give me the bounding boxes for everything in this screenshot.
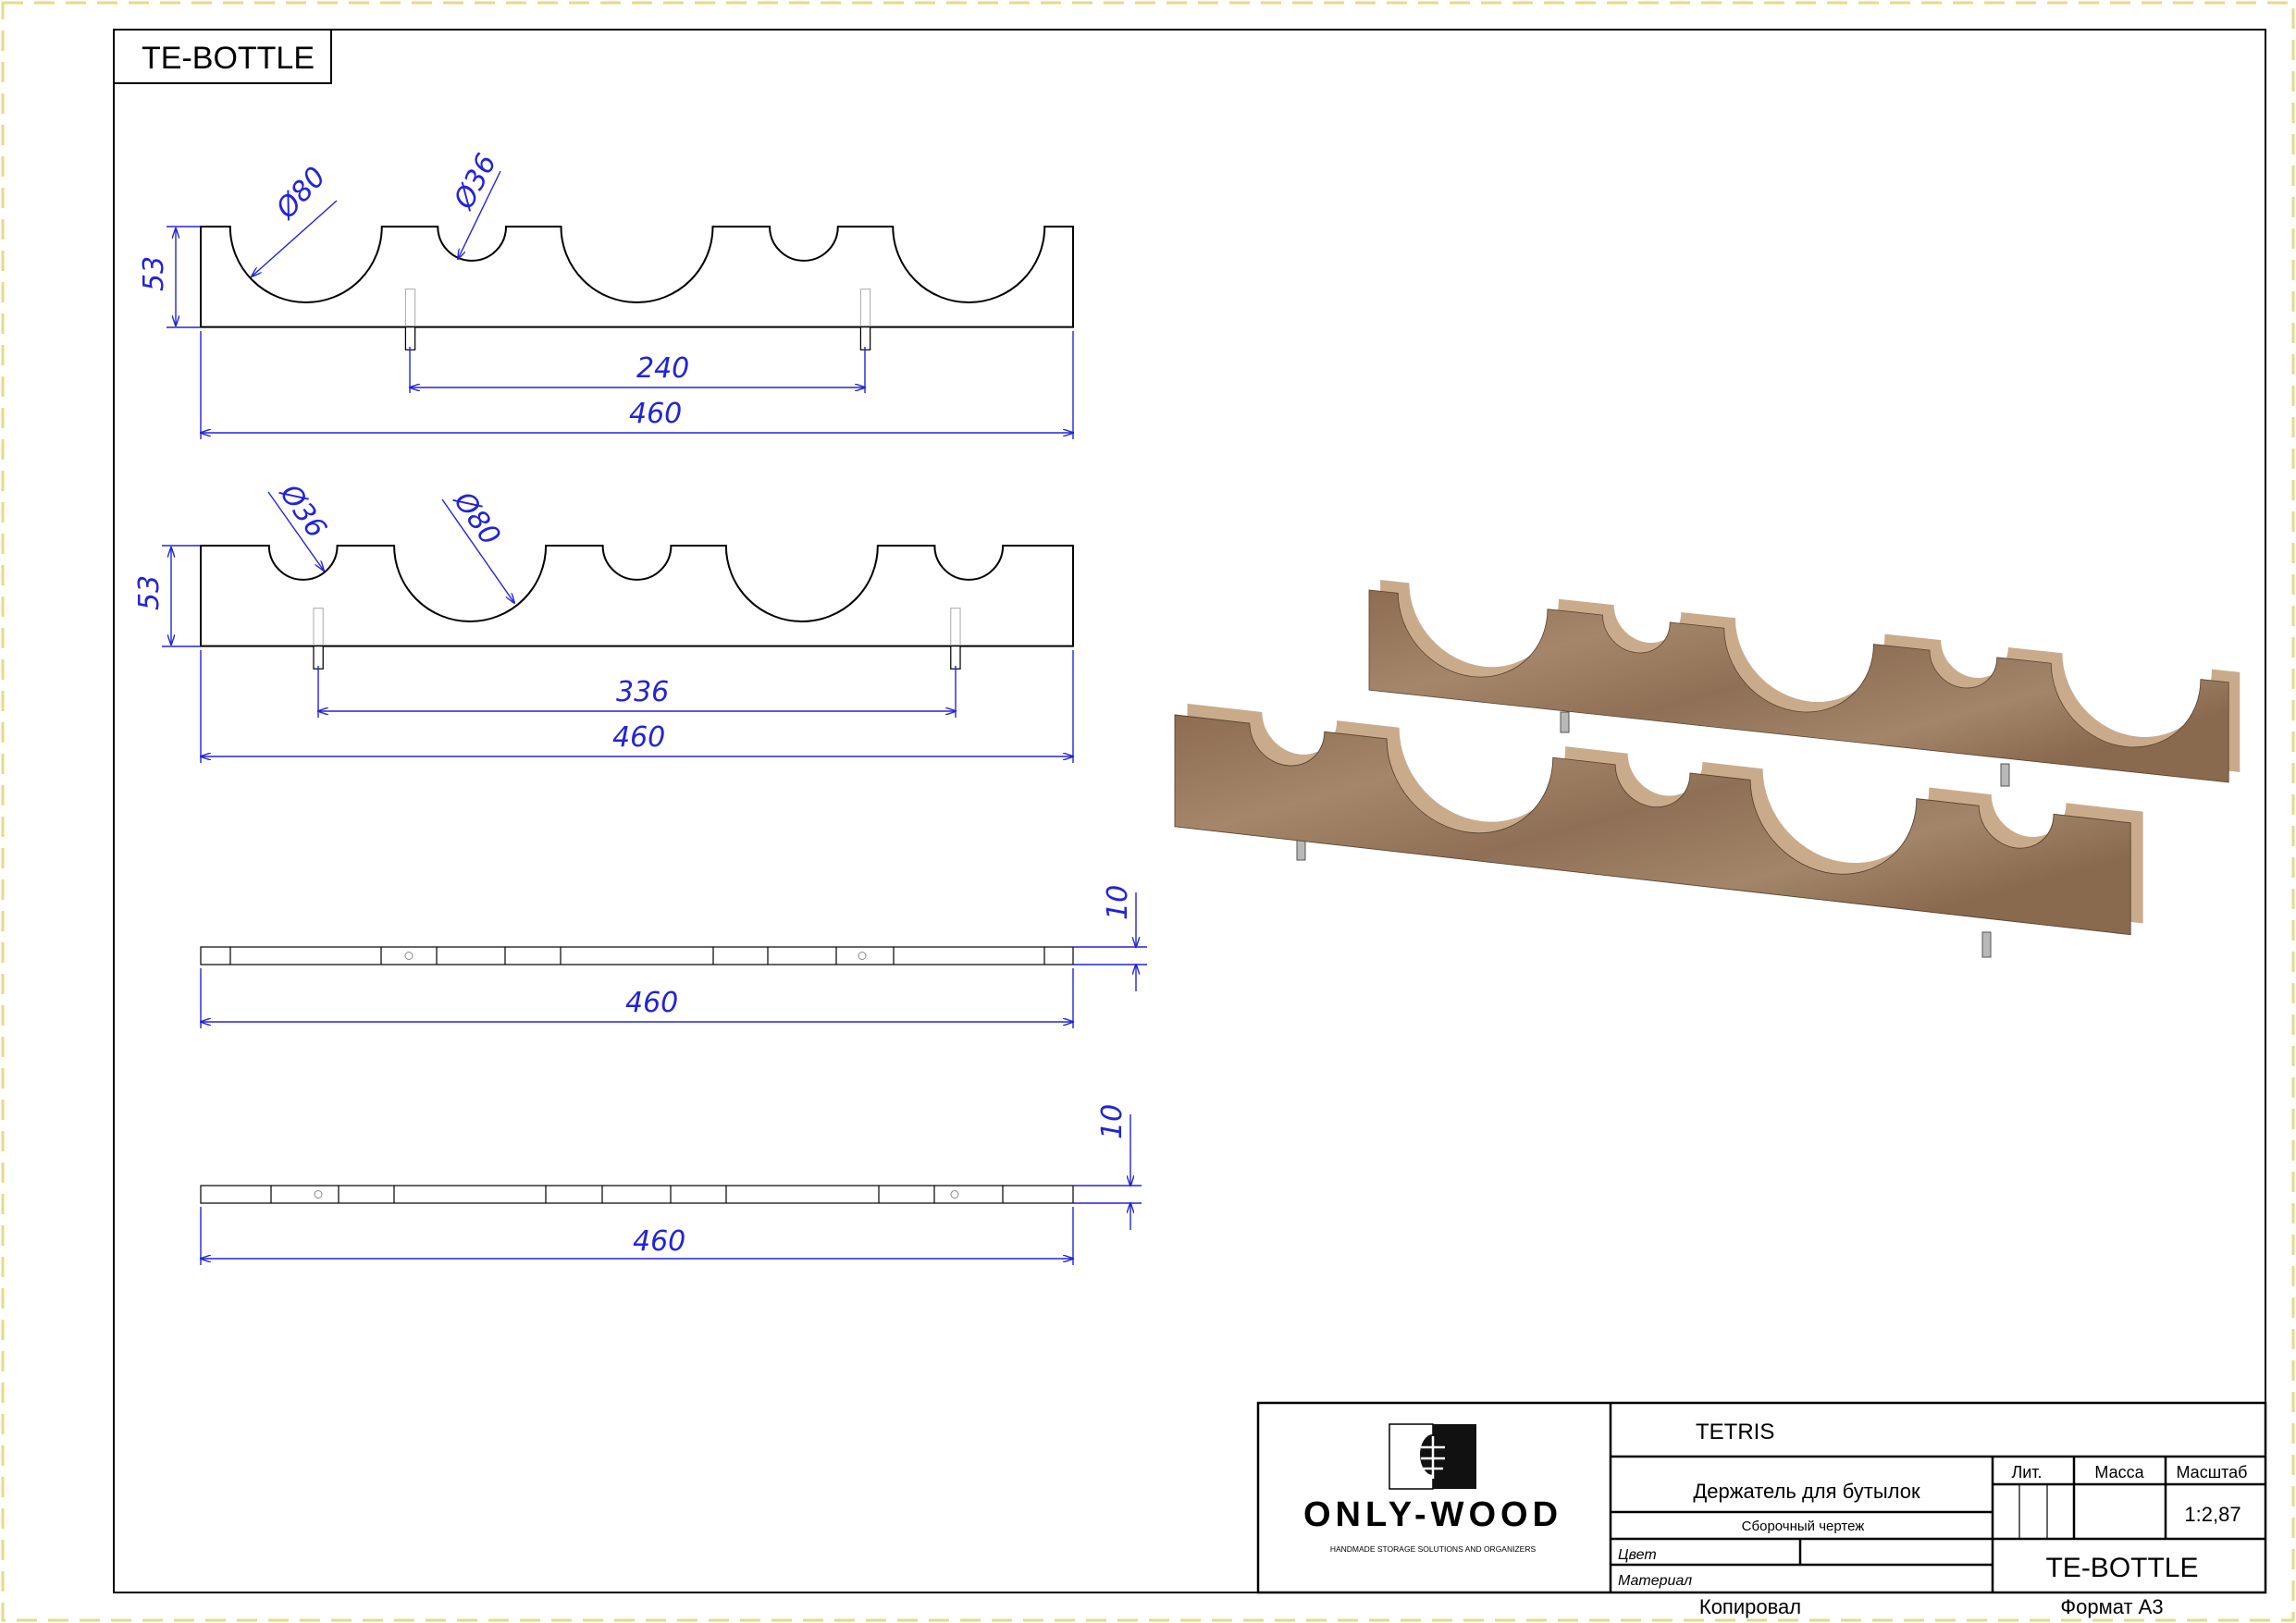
mass-label: Масса	[2094, 1463, 2144, 1482]
peg-3d	[1560, 711, 1570, 733]
length-dim-d: 460	[633, 1225, 685, 1258]
doc-type: Сборочный чертеж	[1742, 1518, 1865, 1534]
board-back-3d	[1368, 580, 2240, 783]
peg-hole	[314, 1190, 323, 1199]
peg-hidden-outline	[404, 289, 416, 328]
length-dim-a: 460	[629, 398, 682, 430]
profile-outline-a	[201, 227, 1073, 327]
length-dim-c: 460	[625, 987, 678, 1019]
logo-name: ONLY-WOOD	[1303, 1495, 1562, 1534]
top-view-b: 10 460	[201, 1104, 1142, 1265]
peg-spacing-dim-a: 240	[636, 352, 689, 385]
color-label: Цвет	[1618, 1547, 1657, 1563]
part-name: Держатель для бутылок	[1693, 1480, 1920, 1503]
oak-leaf-icon	[1420, 1434, 1446, 1479]
peg-hole	[858, 952, 867, 960]
sheet-title: TE-BOTTLE	[142, 41, 315, 76]
peg-spacing-dim-b: 336	[616, 676, 669, 708]
title-block: ONLY-WOOD HANDMADE STORAGE SOLUTIONS AND…	[1256, 1401, 2267, 1618]
peg	[313, 646, 324, 670]
drawing-frame	[113, 29, 2266, 1593]
format-label: Формат А3	[2060, 1595, 2163, 1618]
peg-hole	[404, 952, 414, 960]
height-dim-b: 53	[133, 575, 166, 610]
length-dim-b: 460	[612, 721, 665, 754]
peg-hidden-outline	[313, 608, 324, 647]
peg	[859, 326, 871, 350]
peg-hidden-outline	[950, 608, 961, 647]
top-view-a: 10 460	[201, 885, 1147, 1028]
peg-hidden-outline	[859, 289, 871, 328]
lit-label: Лит.	[2011, 1463, 2042, 1482]
peg-hole	[950, 1190, 959, 1199]
thickness-dim-b: 10	[1096, 1104, 1129, 1139]
peg-3d	[1981, 931, 1992, 958]
title-tab	[113, 29, 332, 84]
thickness-dim-a: 10	[1102, 885, 1134, 920]
side-view-b: 53 Ø36 Ø80 336 460	[133, 477, 1073, 763]
project-name: TETRIS	[1696, 1420, 1774, 1445]
designation: TE-BOTTLE	[2045, 1553, 2198, 1583]
dia-big-dim-a: Ø80	[269, 161, 333, 227]
side-view-a: 53 Ø80 Ø36 240 460	[138, 149, 1073, 439]
copied-label: Копировал	[1699, 1595, 1801, 1618]
peg	[404, 326, 416, 350]
peg	[950, 646, 961, 670]
company-logo: ONLY-WOOD HANDMADE STORAGE SOLUTIONS AND…	[1303, 1423, 1562, 1554]
scale-label: Масштаб	[2176, 1463, 2247, 1482]
scale-value: 1:2,87	[2184, 1503, 2240, 1526]
logo-tagline: HANDMADE STORAGE SOLUTIONS AND ORGANIZER…	[1330, 1544, 1537, 1554]
profile-outline-b	[201, 546, 1073, 646]
board-front-3d	[1174, 703, 2143, 936]
render-3d	[1174, 580, 2240, 958]
peg-3d	[2000, 763, 2010, 787]
height-dim-a: 53	[138, 256, 170, 291]
material-label: Материал	[1618, 1573, 1692, 1589]
